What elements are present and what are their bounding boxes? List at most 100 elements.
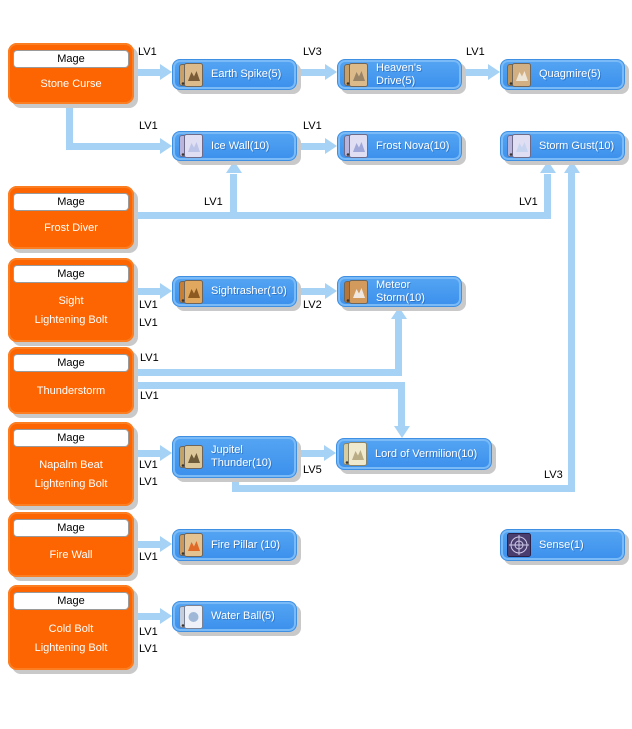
arrow-sight-to-sightrasher-line <box>134 288 160 295</box>
class-header: Mage <box>13 519 129 537</box>
skill-node-quagmire[interactable]: Quagmire(5) <box>500 59 625 90</box>
prereq-box-frost-diver[interactable]: Mage Frost Diver <box>8 186 134 249</box>
skill-label: Meteor Storm(10) <box>376 278 425 304</box>
arrow-thunderstorm-to-meteor-vline <box>395 319 402 376</box>
skill-label: Earth Spike(5) <box>211 68 282 80</box>
skill-node-jupitel-thunder[interactable]: Jupitel Thunder(10) <box>172 436 297 478</box>
edge-label-coldbolt-req2: LV1 <box>139 643 158 655</box>
edge-label-sight-req1: LV1 <box>139 299 158 311</box>
arrow-jupitel-to-stormgust-head <box>564 161 580 173</box>
edge-label-firewall-to-firepillar: LV1 <box>139 551 158 563</box>
skill-node-sightrasher[interactable]: Sightrasher(10) <box>172 276 297 307</box>
edge-label-jupitel-to-stormgust: LV3 <box>544 469 563 481</box>
arrow-frostdiver-hline <box>134 212 551 219</box>
edge-label-heavens-to-quagmire: LV1 <box>466 46 485 58</box>
arrow-frostdiver-to-icewall-head <box>226 161 242 173</box>
skill-label: Storm Gust(10) <box>539 139 615 152</box>
scroll-icon <box>179 279 203 305</box>
edge-label-icewall-to-frostnova: LV1 <box>303 120 322 132</box>
arrow-stone-to-earthspike-head <box>160 64 172 80</box>
arrow-heavensdrive-to-quagmire-head <box>488 64 500 80</box>
edge-label-stone-to-earth: LV1 <box>138 46 157 58</box>
prereq-skill-name: Sight <box>58 295 84 307</box>
arrow-jupitel-to-stormgust-stub <box>232 477 239 492</box>
edge-label-thunder-to-lov: LV1 <box>140 390 159 402</box>
class-header: Mage <box>13 429 129 447</box>
skill-node-frost-nova[interactable]: Frost Nova(10) <box>337 131 462 161</box>
skill-label: Quagmire(5) <box>539 68 601 80</box>
scroll-icon <box>179 532 203 558</box>
arrow-thunderstorm-to-lov-hline <box>134 382 405 389</box>
arrow-firewall-to-firepillar-head <box>160 536 172 552</box>
edge-label-napalm-req1: LV1 <box>139 459 158 471</box>
prereq-box-thunderstorm[interactable]: Mage Thunderstorm <box>8 347 134 414</box>
class-header: Mage <box>13 592 129 610</box>
scroll-icon <box>179 444 203 470</box>
arrow-sightrasher-to-meteor-head <box>325 283 337 299</box>
edge-label-frostdiver-to-icewall: LV1 <box>204 196 223 208</box>
prereq-skill-name: Lightening Bolt <box>34 478 108 490</box>
edge-label-jupitel-to-lov: LV5 <box>303 464 322 476</box>
scroll-icon <box>179 604 203 630</box>
skill-node-water-ball[interactable]: Water Ball(5) <box>172 601 297 632</box>
skill-node-earth-spike[interactable]: Earth Spike(5) <box>172 59 297 90</box>
arrow-heavensdrive-to-quagmire-line <box>462 69 488 76</box>
prereq-skill-name: Thunderstorm <box>36 385 106 397</box>
edge-label-frostdiver-to-stormgust: LV1 <box>519 196 538 208</box>
arrow-thunderstorm-to-lov-head <box>394 426 410 438</box>
scroll-icon <box>179 62 203 88</box>
prereq-skill-name: Napalm Beat <box>39 459 103 471</box>
arrow-napalm-to-jupitel-line <box>134 450 160 457</box>
scroll-icon <box>344 62 368 88</box>
prereq-box-napalm-beat[interactable]: Mage Napalm Beat Lightening Bolt <box>8 422 134 506</box>
scroll-icon <box>507 62 531 88</box>
arrow-firewall-to-firepillar-line <box>134 541 160 548</box>
prereq-box-fire-wall[interactable]: Mage Fire Wall <box>8 512 134 577</box>
skill-node-meteor-storm[interactable]: Meteor Storm(10) <box>337 276 462 307</box>
edge-label-sight-req2: LV1 <box>139 317 158 329</box>
skill-label: Sightrasher(10) <box>211 285 287 297</box>
prereq-skill-name: Fire Wall <box>49 549 93 561</box>
arrow-earthspike-to-heavensdrive-head <box>325 64 337 80</box>
skill-label: Ice Wall(10) <box>211 139 270 152</box>
arrow-sight-to-sightrasher-head <box>160 283 172 299</box>
prereq-box-cold-bolt[interactable]: Mage Cold Bolt Lightening Bolt <box>8 585 134 670</box>
edge-label-sightrasher-to-meteor: LV2 <box>303 299 322 311</box>
skill-node-fire-pillar[interactable]: Fire Pillar (10) <box>172 529 297 561</box>
scroll-icon <box>344 133 368 159</box>
arrow-icewall-to-frostnova-head <box>325 138 337 154</box>
skill-node-lord-of-vermilion[interactable]: Lord of Vermilion(10) <box>336 438 492 470</box>
edge-label-earth-to-heavens: LV3 <box>303 46 322 58</box>
edge-label-coldbolt-req1: LV1 <box>139 626 158 638</box>
arrow-thunderstorm-to-meteor-head <box>391 307 407 319</box>
arrow-thunderstorm-to-meteor-hline <box>134 369 402 376</box>
arrow-stone-to-icewall-vline <box>66 104 73 150</box>
arrow-coldbolt-to-waterball-line <box>134 613 160 620</box>
scroll-icon <box>344 279 368 305</box>
scroll-icon <box>179 133 203 159</box>
arrow-sightrasher-to-meteor-line <box>297 288 325 295</box>
edge-label-stone-to-icewall: LV1 <box>139 120 158 132</box>
skill-label: Heaven's Drive(5) <box>376 61 422 87</box>
edge-label-napalm-req2: LV1 <box>139 476 158 488</box>
skill-node-sense[interactable]: Sense(1) <box>500 529 625 561</box>
arrow-coldbolt-to-waterball-head <box>160 608 172 624</box>
arrow-frostdiver-to-stormgust-head <box>540 161 556 173</box>
arrow-frostdiver-to-icewall-vline <box>230 174 237 219</box>
crosshair-icon <box>507 533 531 557</box>
arrow-stone-to-icewall-head <box>160 138 172 154</box>
prereq-box-sight[interactable]: Mage Sight Lightening Bolt <box>8 258 134 342</box>
skill-label: Lord of Vermilion(10) <box>375 447 478 460</box>
arrow-jupitel-to-lov-line <box>297 450 324 457</box>
skill-node-heavens-drive[interactable]: Heaven's Drive(5) <box>337 59 462 90</box>
arrow-napalm-to-jupitel-head <box>160 445 172 461</box>
scroll-icon <box>507 133 531 159</box>
skill-node-ice-wall[interactable]: Ice Wall(10) <box>172 131 297 161</box>
prereq-skill-name: Lightening Bolt <box>34 641 108 654</box>
skill-label: Jupitel Thunder(10) <box>211 444 272 469</box>
class-header: Mage <box>13 265 129 283</box>
prereq-box-stone-curse[interactable]: Mage Stone Curse <box>8 43 134 104</box>
arrow-frostdiver-to-stormgust-vline <box>544 174 551 219</box>
skill-node-storm-gust[interactable]: Storm Gust(10) <box>500 131 625 161</box>
